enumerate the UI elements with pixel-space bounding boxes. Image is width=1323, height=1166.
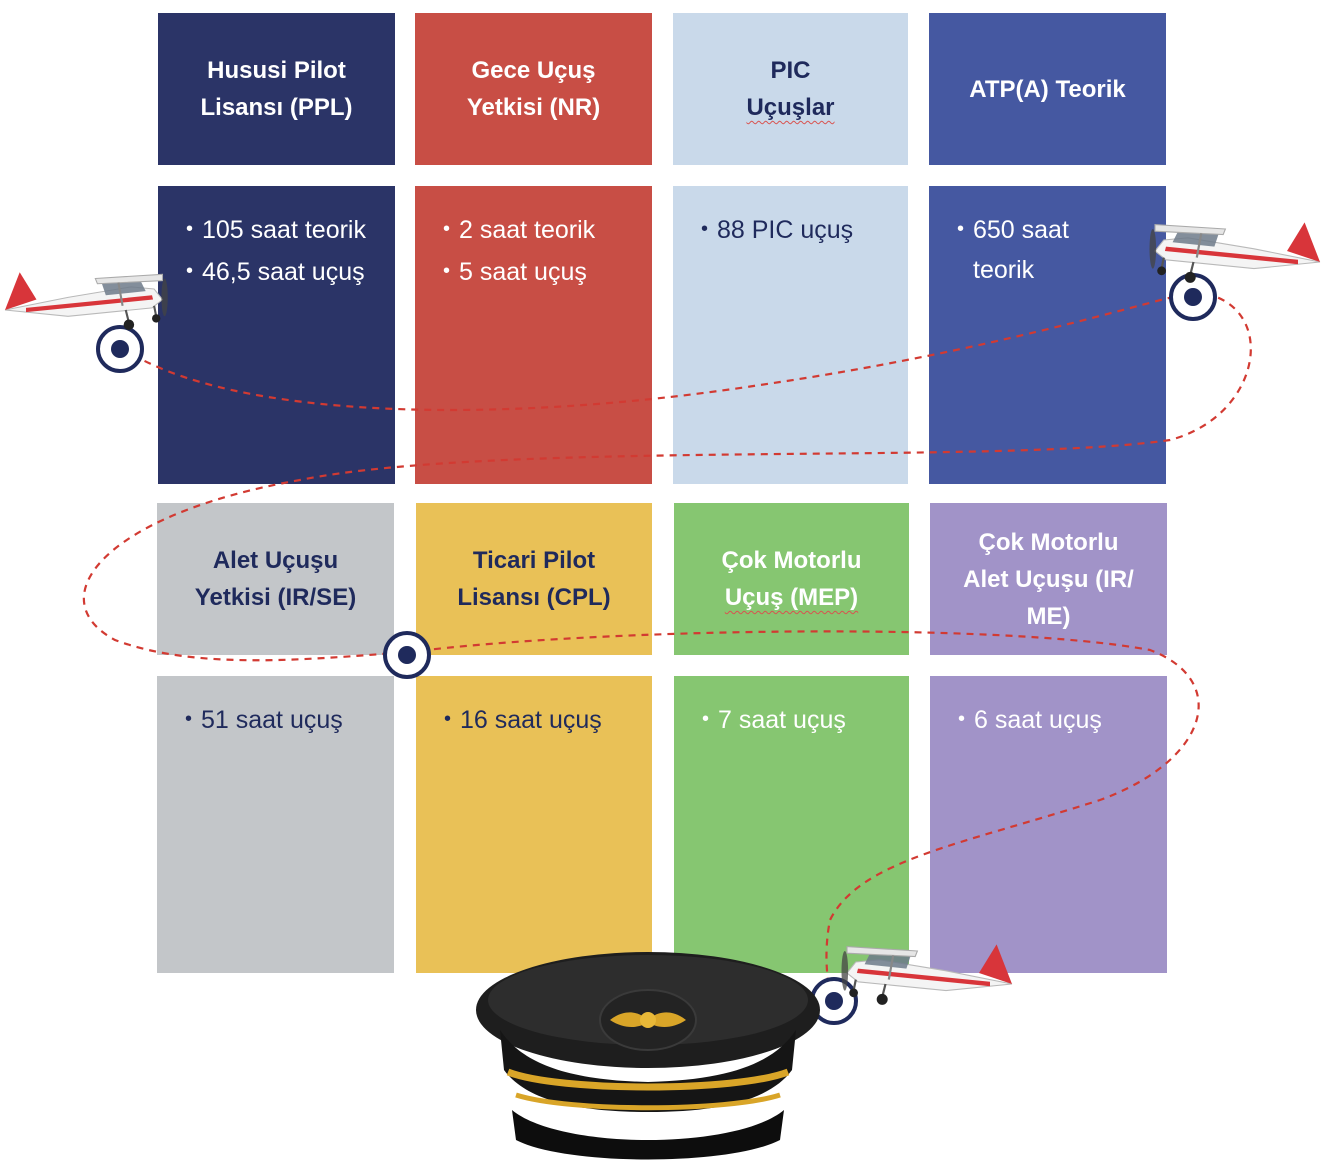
atp-item: 650 saat teorik	[957, 209, 1087, 290]
waypoint-marker-icon	[1169, 273, 1217, 321]
cpl-details: 16 saat uçuş	[416, 676, 652, 973]
irme-item: 6 saat uçuş	[958, 699, 1145, 740]
pic-header: PIC Uçuşlar	[673, 13, 908, 165]
mep-title-line1: Çok Motorlu	[721, 547, 862, 574]
mep-title-line2: Uçuş (MEP)	[724, 584, 859, 611]
irme-details: 6 saat uçuş	[930, 676, 1167, 973]
irme-title-line2: Alet Uçuşu (IR/	[963, 565, 1134, 593]
airplane-icon	[3, 271, 169, 332]
irme-title-line1: Çok Motorlu	[978, 528, 1119, 556]
cpl-title-line2: Lisansı (CPL)	[457, 584, 611, 611]
atp-details: 650 saat teorik	[929, 186, 1166, 484]
mep-item: 7 saat uçuş	[702, 699, 887, 740]
mep-details: 7 saat uçuş	[674, 676, 909, 973]
pic-title-line1: PIC	[770, 57, 811, 84]
nr-item: 2 saat teorik	[443, 209, 630, 250]
cpl-item: 16 saat uçuş	[444, 699, 630, 740]
cpl-title-line1: Ticari Pilot	[472, 547, 596, 574]
pilot-cap-icon	[476, 952, 820, 1160]
atp-title-line1: ATP(A) Teorik	[969, 75, 1126, 103]
ppl-item: 105 saat teorik	[186, 209, 373, 250]
irse-item: 51 saat uçuş	[185, 699, 372, 740]
waypoint-marker-icon	[96, 325, 144, 373]
irse-title-line1: Alet Uçuşu	[212, 547, 339, 574]
atp-header: ATP(A) Teorik	[929, 13, 1166, 165]
pic-details: 88 PIC uçuş	[673, 186, 908, 484]
airplane-icon	[1148, 221, 1322, 284]
irme-title-line3: ME)	[1026, 602, 1071, 630]
ppl-title-line2: Lisansı (PPL)	[200, 94, 353, 121]
irse-details: 51 saat uçuş	[157, 676, 394, 973]
nr-item: 5 saat uçuş	[443, 251, 630, 292]
ppl-details: 105 saat teorik 46,5 saat uçuş	[158, 186, 395, 484]
ppl-item: 46,5 saat uçuş	[186, 251, 373, 292]
nr-title-line1: Gece Uçuş	[471, 57, 596, 84]
nr-title-line2: Yetkisi (NR)	[466, 94, 601, 121]
waypoint-marker-icon	[810, 977, 858, 1025]
pic-item: 88 PIC uçuş	[701, 209, 886, 250]
irse-title-line2: Yetkisi (IR/SE)	[194, 584, 357, 611]
nr-details: 2 saat teorik 5 saat uçuş	[415, 186, 652, 484]
pic-title-line2: Uçuşlar	[746, 94, 835, 121]
ppl-title-line1: Hususi Pilot	[207, 57, 346, 84]
